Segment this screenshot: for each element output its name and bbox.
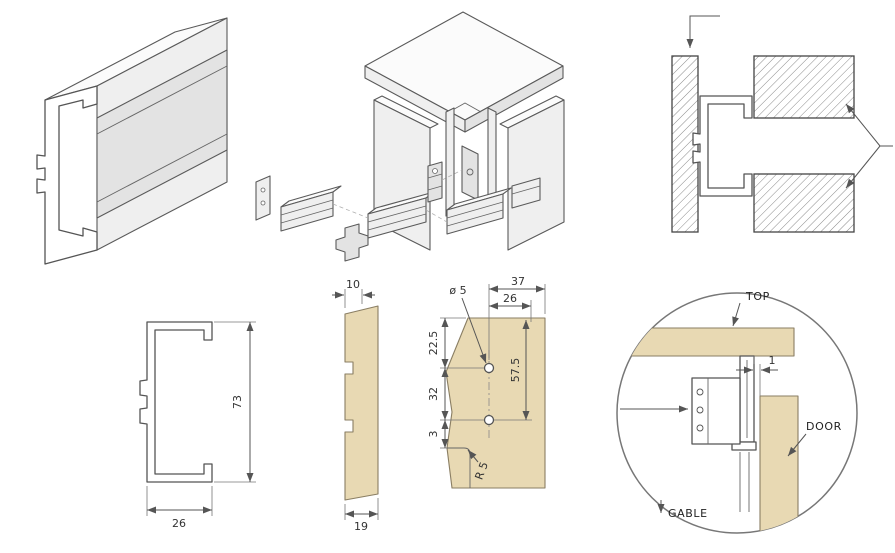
connector-plate — [255, 175, 271, 221]
right-wall-face — [507, 99, 565, 251]
dim-label-radius: R 5 — [473, 460, 491, 481]
profile-channel-opening — [96, 49, 228, 219]
label-door: DOOR — [806, 420, 842, 433]
dim-label-height: 73 — [231, 395, 244, 409]
corner-channel-left — [445, 107, 455, 217]
strip-side-view: 10 19 — [332, 278, 379, 533]
dim-label-3: 3 — [427, 431, 440, 438]
profile-bar-c — [446, 187, 512, 235]
profile-outline — [139, 321, 213, 483]
mounting-bracket — [691, 377, 741, 445]
strip-body — [344, 305, 379, 501]
leader-door — [787, 433, 807, 457]
dim-label-gap: 1 — [769, 354, 776, 367]
gable-panel-body — [445, 317, 546, 489]
dim-label-width: 26 — [172, 517, 186, 530]
leader-hole — [461, 297, 487, 364]
leader-arrow-upper — [845, 103, 881, 147]
drill-hole-bottom — [483, 414, 495, 426]
dim-label-hole-dia: ø 5 — [449, 284, 466, 297]
alignment-line — [441, 169, 463, 181]
dim-label-575: 57.5 — [509, 358, 522, 383]
profile-lip-edge — [96, 65, 228, 135]
cross-connector — [335, 223, 369, 262]
dim-label-32: 32 — [427, 387, 440, 401]
profile-3d-view — [36, 17, 228, 265]
profile-section-mounted — [692, 95, 753, 197]
corner-connector-screw — [466, 168, 474, 176]
label-top: TOP — [745, 290, 770, 303]
leader-arrow-gable — [686, 15, 720, 48]
door-board — [759, 395, 799, 533]
dim-label-thickness: 19 — [354, 520, 368, 533]
dim-label-26: 26 — [503, 292, 517, 305]
profile-lip-edge — [96, 133, 228, 203]
mounting-cross-section — [671, 15, 893, 233]
bracket-screw-hole — [696, 424, 704, 432]
corner-bracket — [511, 177, 541, 209]
profile-cross-section: 73 26 — [139, 321, 256, 530]
drilling-diagram: ø 5 37 26 22.5 32 3 57.5 R 5 — [427, 275, 546, 489]
detail-circle-view: 1 TOP DOOR GABLE — [616, 290, 858, 534]
profile-end-section — [36, 85, 98, 265]
label-gable: GABLE — [668, 507, 708, 520]
leader-radius — [467, 449, 479, 463]
corner-connector-pin — [427, 161, 443, 203]
bracket-screw-hole — [696, 388, 704, 396]
profile-bar-a — [280, 185, 342, 232]
dim-label-37: 37 — [511, 275, 525, 288]
bracket-screw-hole — [696, 406, 704, 414]
corner-connector-block — [461, 145, 479, 201]
upper-panel-hatched — [753, 55, 855, 119]
leader-arrow-lower — [845, 145, 881, 189]
dim-label-225: 22.5 — [427, 331, 440, 356]
exploded-assembly — [255, 11, 565, 262]
dim-label-notch: 10 — [346, 278, 360, 291]
leader-top — [732, 302, 741, 327]
top-board — [617, 327, 795, 357]
alignment-line — [332, 203, 369, 219]
drill-hole-top — [483, 362, 495, 374]
lower-panel-hatched — [753, 173, 855, 233]
